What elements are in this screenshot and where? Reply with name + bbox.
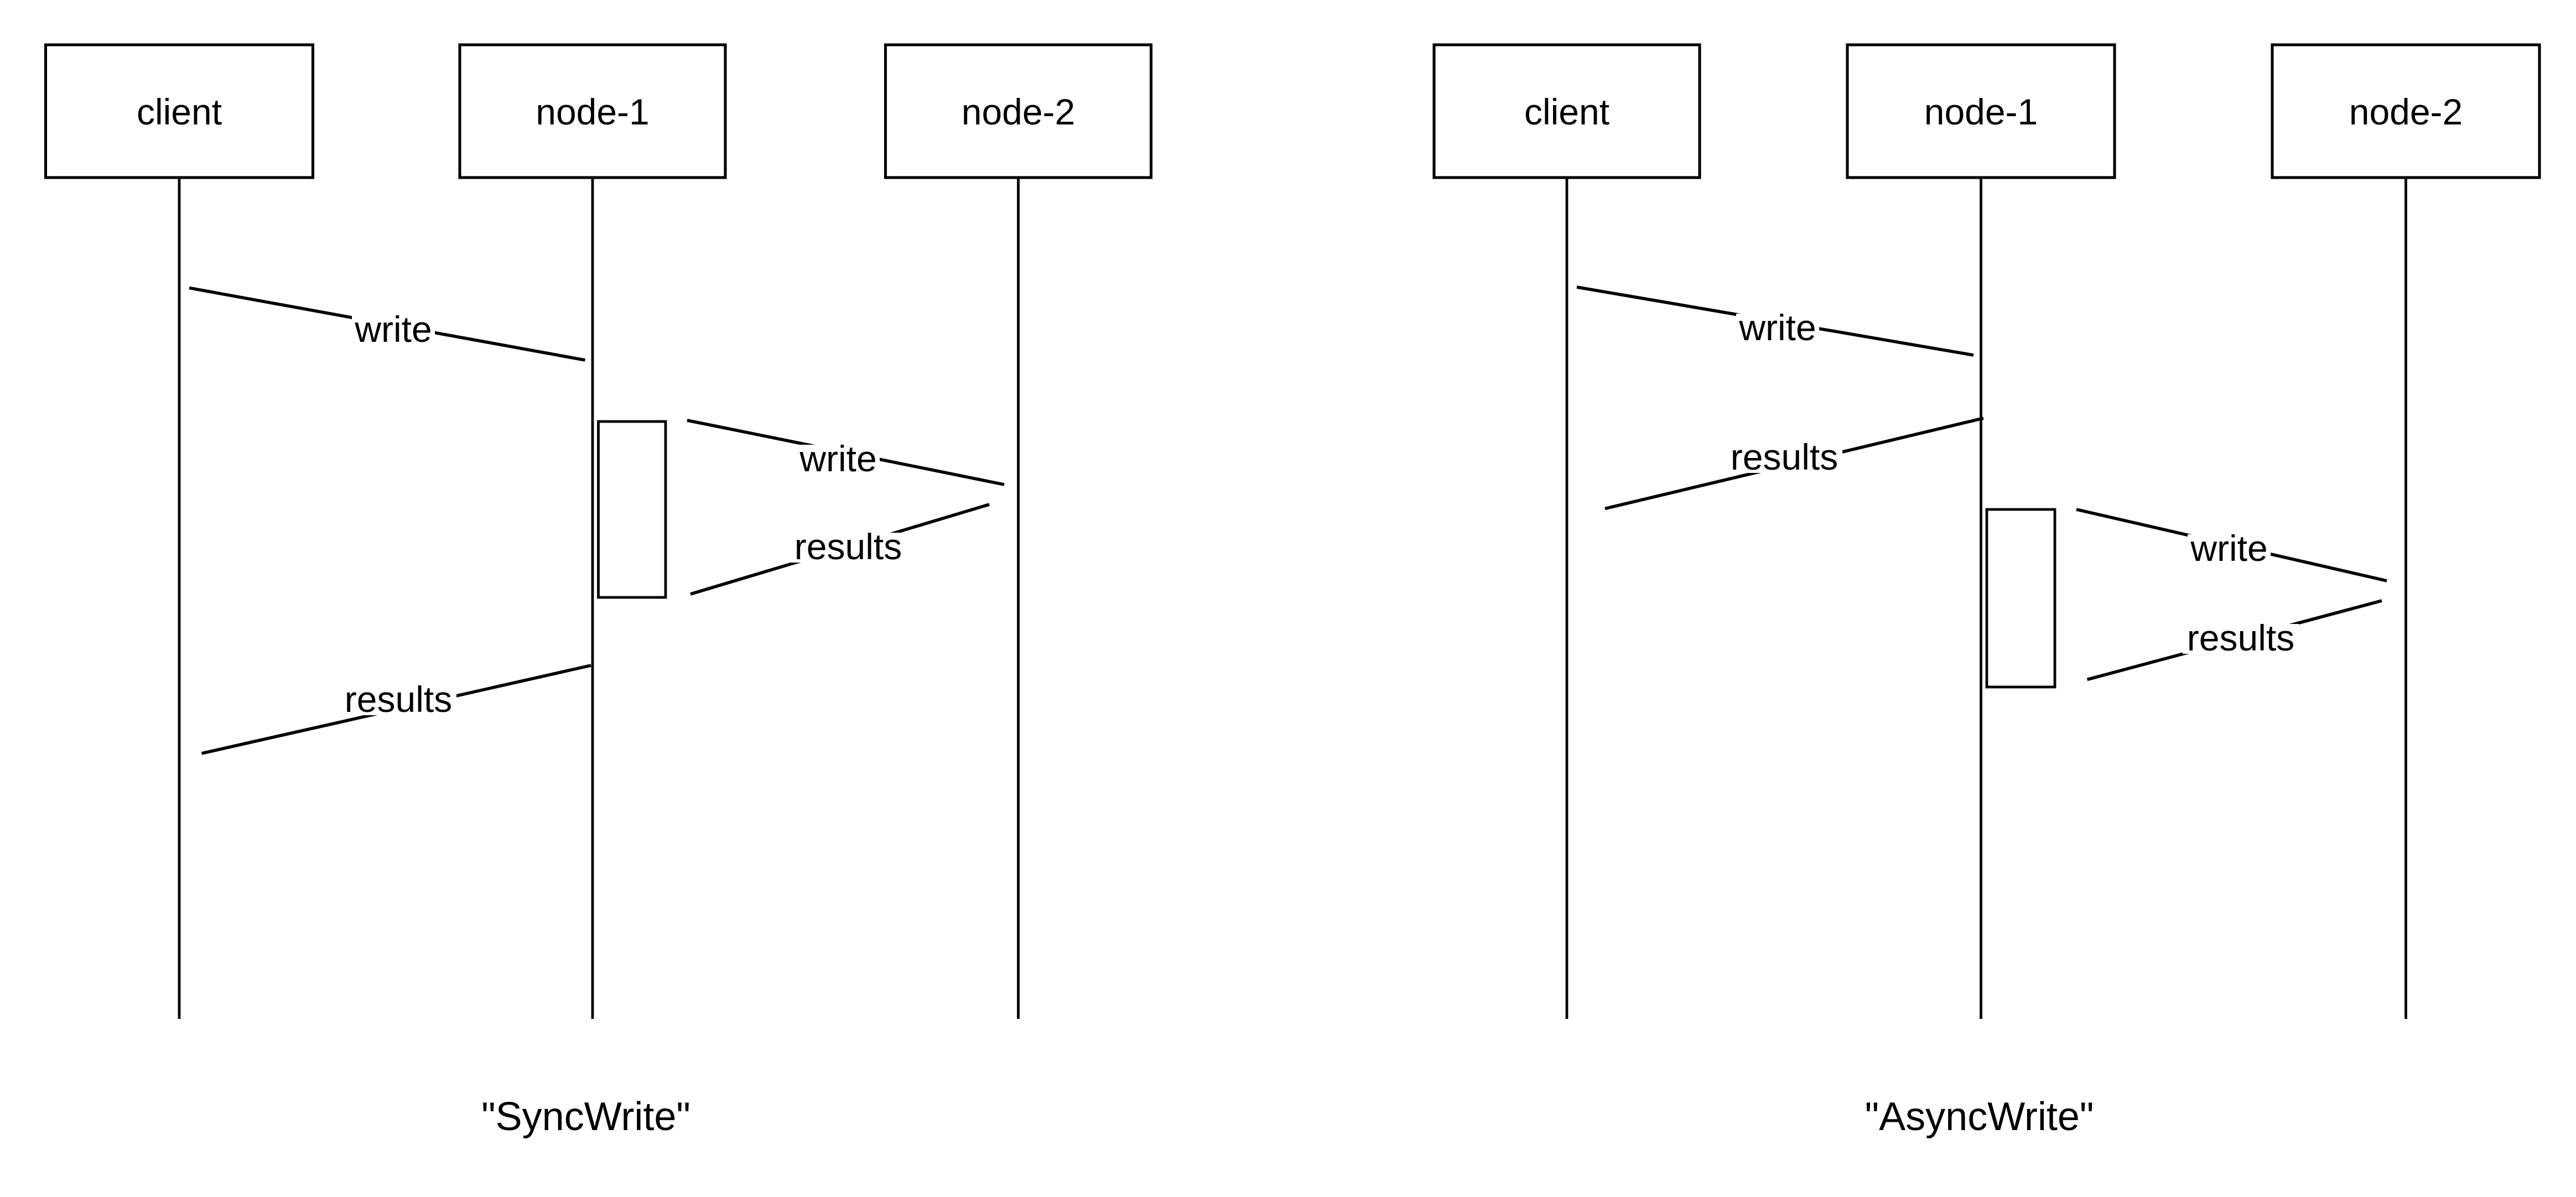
activation-bar-node-1 xyxy=(1985,508,2056,689)
message-label: results xyxy=(2187,617,2294,658)
activation-bar-node-1 xyxy=(597,420,667,599)
actor-box-node-2 xyxy=(884,43,1153,179)
diagram-async-write: write results write results client node-… xyxy=(1432,43,2541,1139)
message-label-bg xyxy=(340,685,456,716)
message-label: write xyxy=(799,438,876,479)
actor-label-node-1: node-1 xyxy=(536,91,650,132)
actor-label-client: client xyxy=(1524,91,1609,132)
message-label: results xyxy=(794,526,902,567)
message-label-bg xyxy=(2188,534,2271,565)
actor-label-client: client xyxy=(137,91,222,132)
actor-box-node-1 xyxy=(458,43,727,179)
message-label: results xyxy=(1731,436,1838,477)
actor-box-client xyxy=(44,43,315,179)
message-label: write xyxy=(2190,528,2267,569)
actor-box-node-2 xyxy=(2271,43,2541,179)
diagram-caption-sync-write: "SyncWrite" xyxy=(481,1095,690,1139)
actor-box-node-1 xyxy=(1846,43,2116,179)
actor-label-node-2: node-2 xyxy=(2349,91,2463,132)
message-label: results xyxy=(345,679,452,720)
actor-label-node-1: node-1 xyxy=(1924,91,2038,132)
actor-box-client xyxy=(1432,43,1701,179)
actor-label-node-2: node-2 xyxy=(962,91,1076,132)
diagram-caption-async-write: "AsyncWrite" xyxy=(1865,1095,2094,1139)
message-label: write xyxy=(1738,307,1816,348)
message-label-bg xyxy=(2183,624,2299,654)
message-label: write xyxy=(354,309,432,350)
message-label-bg xyxy=(1736,314,1819,344)
diagram-sync-write: write write results results client node-… xyxy=(44,43,1153,1139)
message-label-bg xyxy=(352,315,435,346)
message-label-bg xyxy=(1726,443,1842,473)
message-label-bg xyxy=(797,445,880,475)
message-label-bg xyxy=(790,533,906,563)
